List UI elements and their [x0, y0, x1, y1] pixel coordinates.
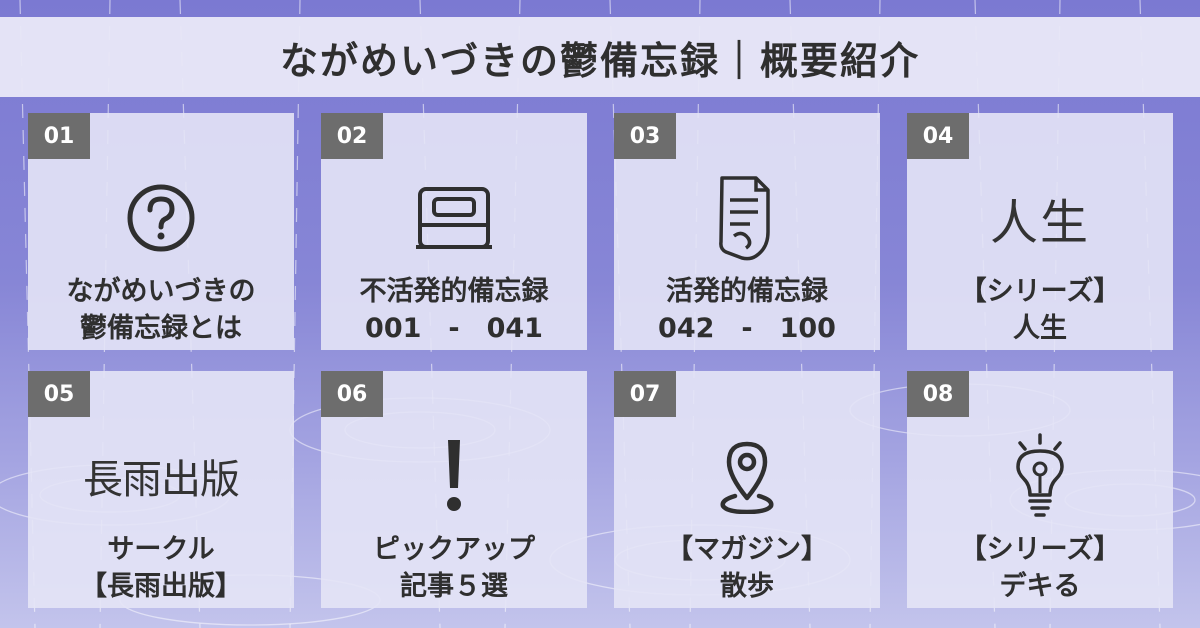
question-circle-icon: [127, 184, 195, 252]
card-label-line2: 人生: [1013, 313, 1067, 344]
card-label: 活発的備忘録 042 - 100: [622, 273, 872, 347]
receipt-icon: [719, 176, 770, 261]
card-label-line1: ピックアップ: [373, 534, 535, 565]
card-label-line1: 【シリーズ】: [959, 534, 1121, 565]
card-04-series-life[interactable]: 04 人生 【シリーズ】 人生: [907, 113, 1173, 350]
card-07-magazine-walk[interactable]: 07 【マガジン】 散歩: [614, 371, 880, 608]
jinsei-logo: 人生: [989, 195, 1090, 251]
card-label: ピックアップ 記事５選: [329, 531, 579, 605]
card-number: 02: [321, 113, 383, 159]
card-05-circle[interactable]: 05 長雨出版 サークル 【長雨出版】: [28, 371, 294, 608]
card-label-line2: 042 - 100: [658, 313, 836, 344]
card-label: ながめいづきの 鬱備忘録とは: [36, 273, 286, 347]
card-number: 06: [321, 371, 383, 417]
card-label: 【マガジン】 散歩: [622, 531, 872, 605]
card-label: 【シリーズ】 人生: [915, 273, 1165, 347]
card-label-line1: 【マガジン】: [666, 534, 828, 565]
card-01-about[interactable]: 01 ながめいづきの 鬱備忘録とは: [28, 113, 294, 350]
card-03-active-memo[interactable]: 03 活発的備忘録 042 - 100: [614, 113, 880, 350]
card-label-line2: 記事５選: [400, 571, 508, 602]
card-number: 05: [28, 371, 90, 417]
card-08-series-dekiru[interactable]: 08 【シリーズ】 デキる: [907, 371, 1173, 608]
card-label-line1: 【シリーズ】: [959, 276, 1121, 307]
card-number: 04: [907, 113, 969, 159]
card-label-line2: 001 - 041: [365, 313, 543, 344]
exclamation-icon: [447, 440, 461, 511]
bed-icon: [416, 187, 492, 249]
title-bar: ながめいづきの鬱備忘録｜概要紹介: [0, 17, 1200, 97]
lightbulb-icon: [1016, 433, 1064, 517]
card-label: 【シリーズ】 デキる: [915, 531, 1165, 605]
card-label: サークル 【長雨出版】: [36, 531, 286, 605]
card-label-line1: ながめいづきの: [66, 276, 256, 307]
card-label-line2: 【長雨出版】: [80, 571, 242, 602]
card-06-pickup[interactable]: 06 ピックアップ 記事５選: [321, 371, 587, 608]
card-number: 08: [907, 371, 969, 417]
card-number: 07: [614, 371, 676, 417]
card-label-line2: 散歩: [720, 571, 774, 602]
map-pin-icon: [720, 441, 774, 514]
card-number: 01: [28, 113, 90, 159]
card-02-inactive-memo[interactable]: 02 不活発的備忘録 001 - 041: [321, 113, 587, 350]
nagaame-shuppan-logo: 長雨出版: [83, 457, 240, 503]
card-label-line2: デキる: [999, 571, 1081, 602]
card-label-line1: 活発的備忘録: [666, 276, 828, 307]
page-title: ながめいづきの鬱備忘録｜概要紹介: [279, 38, 920, 83]
card-label-line1: サークル: [107, 534, 215, 565]
card-label-line1: 不活発的備忘録: [359, 276, 549, 307]
card-label: 不活発的備忘録 001 - 041: [329, 273, 579, 347]
card-label-line2: 鬱備忘録とは: [80, 313, 242, 344]
card-number: 03: [614, 113, 676, 159]
